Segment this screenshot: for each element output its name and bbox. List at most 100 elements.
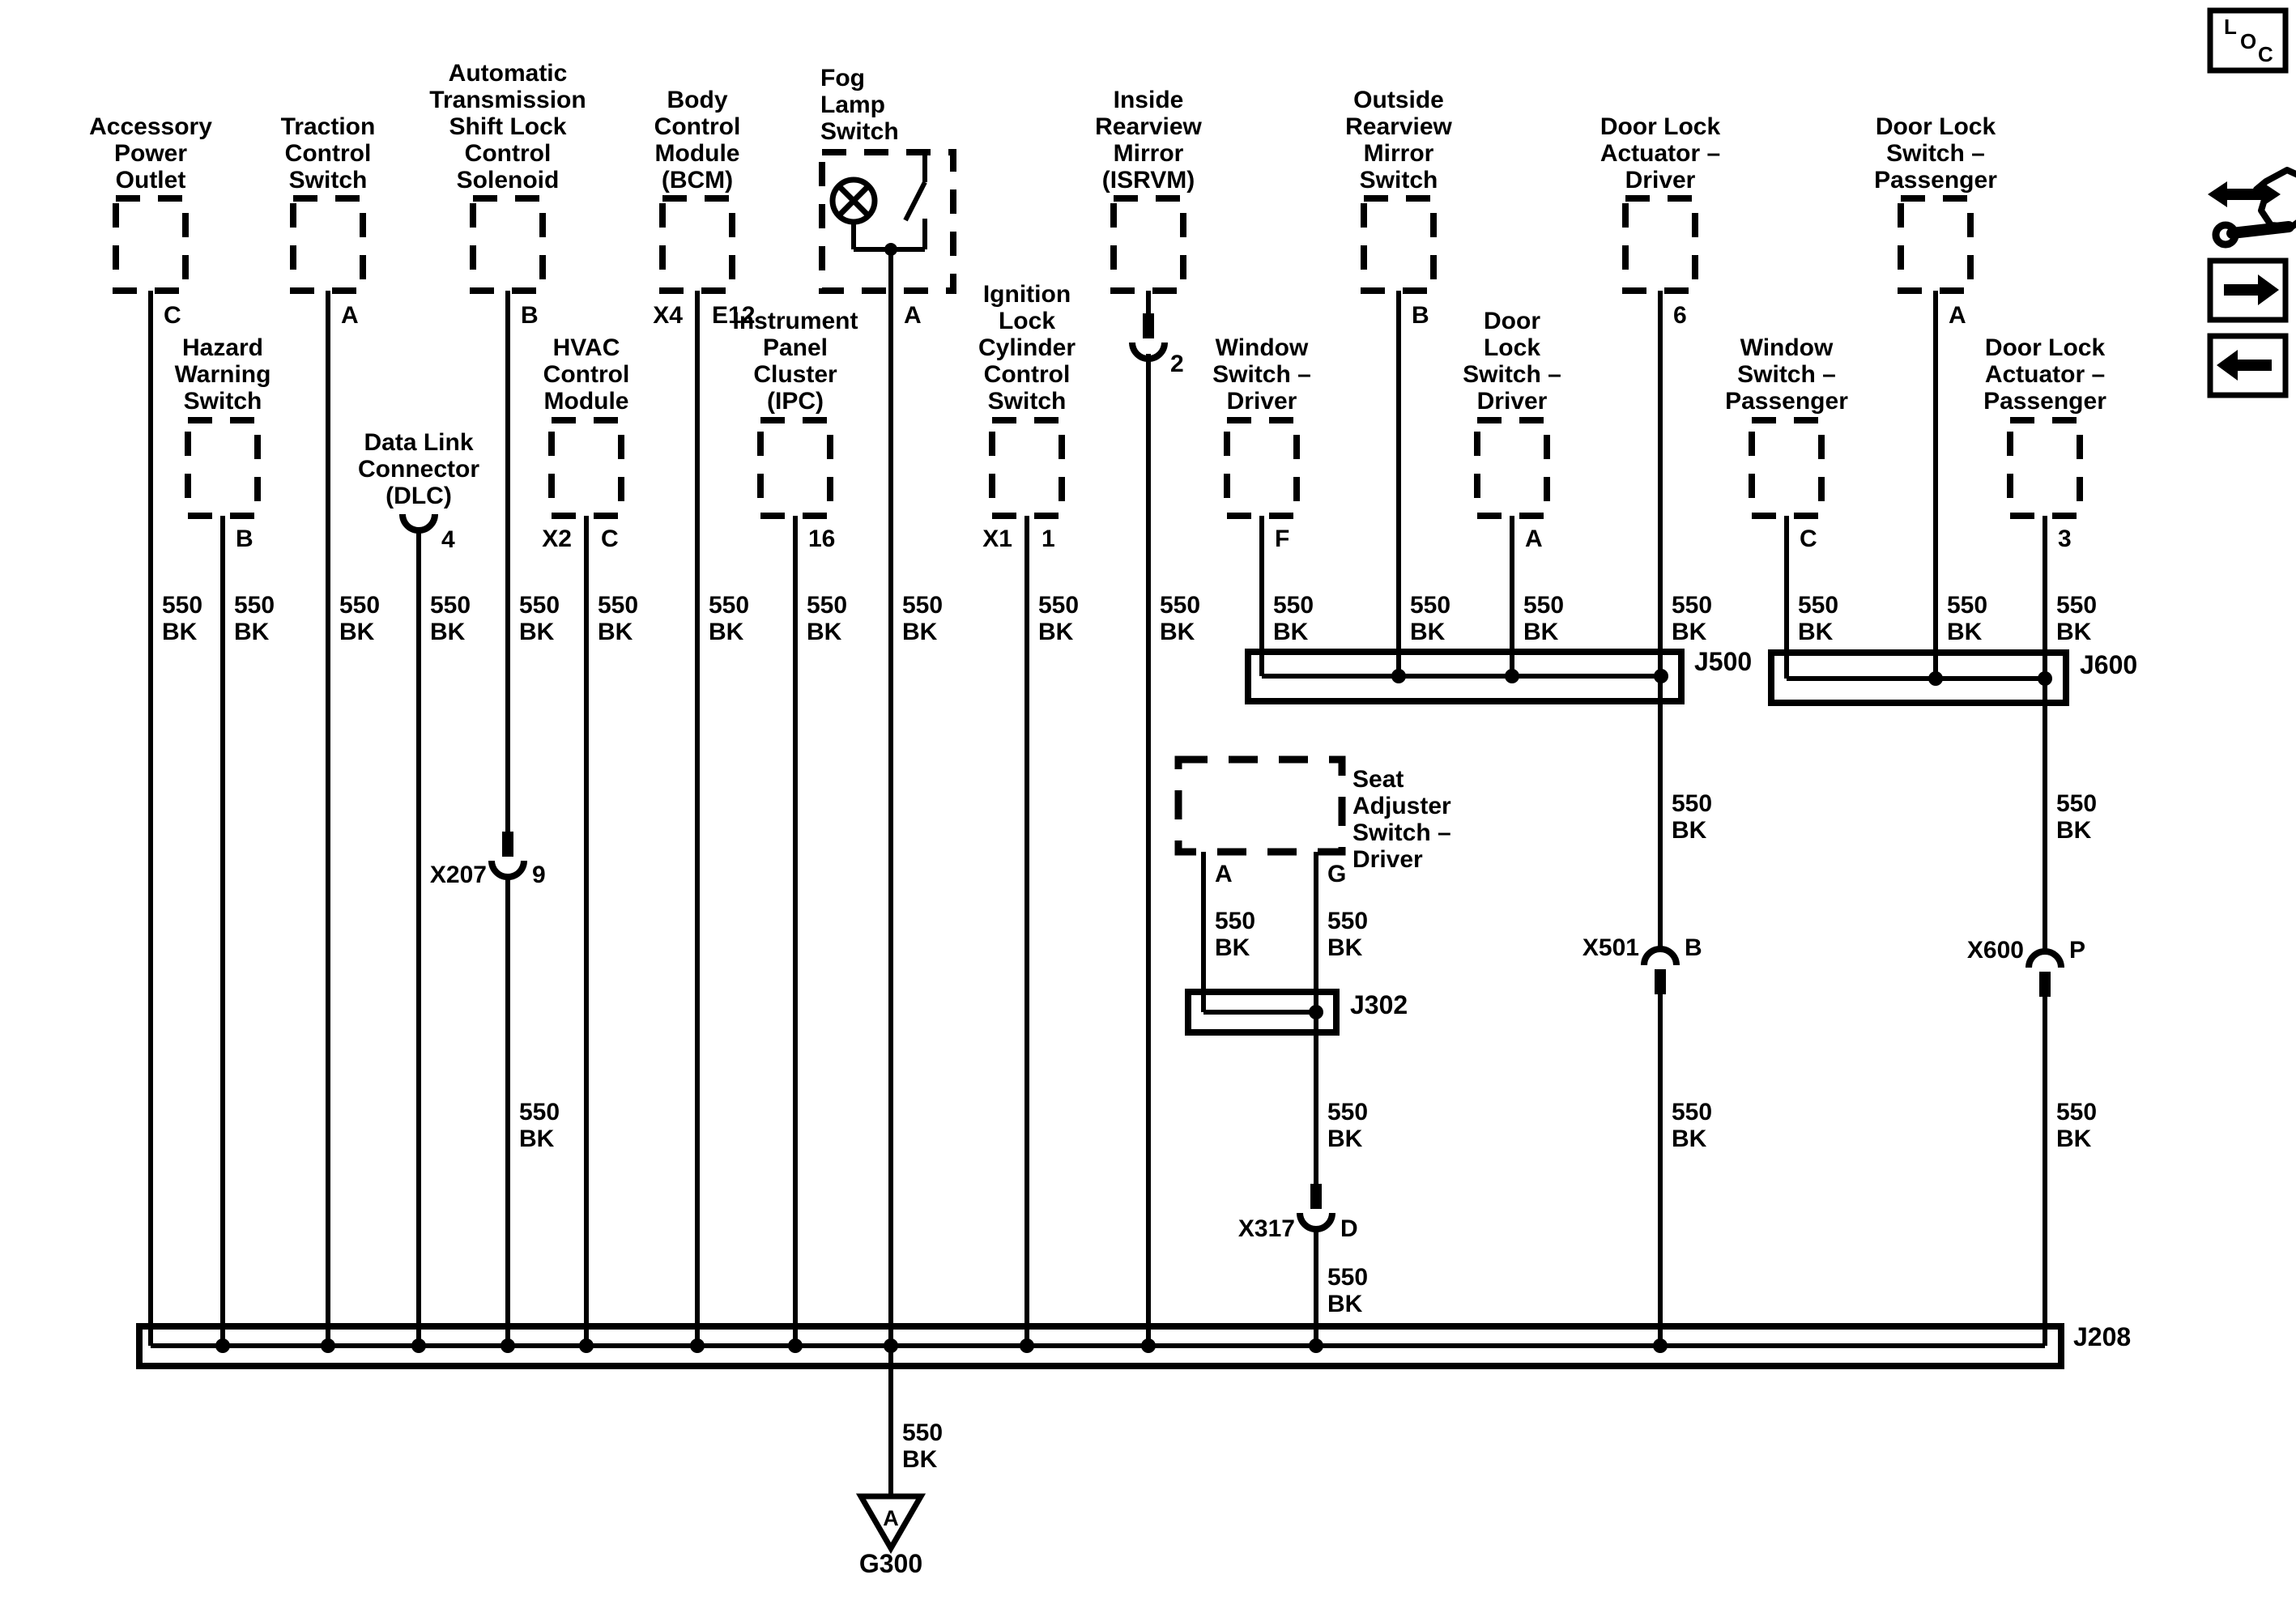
- wire-gauge-color-label: BK: [1327, 1126, 1363, 1152]
- fog-lamp-switch-label: Switch: [820, 118, 899, 145]
- loc-letter-l: L: [2224, 15, 2237, 39]
- door-lock-switch-driver-pin-id: A: [1525, 526, 1543, 552]
- X317-connector-cup: [1297, 1212, 1335, 1232]
- window-switch-driver-box: [1224, 417, 1300, 519]
- wire-gauge-color-label: BK: [430, 619, 466, 645]
- outside-rearview-mirror-switch-label: Rearview: [1345, 113, 1452, 140]
- wire-gauge-color-label: BK: [1947, 619, 1983, 645]
- ignition-lock-cylinder-control-switch-label: Ignition: [983, 281, 1071, 308]
- wire-gauge-color-label: 550: [519, 1099, 560, 1126]
- fog-switch-blade: [903, 181, 927, 222]
- wire-gauge-color-label: 550: [902, 1419, 943, 1446]
- splice-J208-junction-dot: [884, 1338, 898, 1353]
- hvac-control-module-pin-id: C: [601, 526, 619, 552]
- auto-trans-shift-lock-control-solenoid-box: [470, 195, 546, 294]
- wire-gauge-color-label: BK: [1160, 619, 1195, 645]
- wire-gauge-color-label: 550: [1327, 1099, 1368, 1126]
- X600-connector-cap: [2026, 948, 2064, 968]
- hazard-warning-switch-pin-id: B: [236, 526, 253, 552]
- door-lock-actuator-passenger-box: [2007, 417, 2083, 519]
- ground-triangle-G300: [855, 1493, 926, 1554]
- schematic-reference-icon[interactable]: [2208, 167, 2296, 249]
- outside-rearview-mirror-switch-label: Mirror: [1364, 140, 1434, 167]
- wire-gauge-color-label: BK: [598, 619, 633, 645]
- door-lock-switch-driver-box: [1474, 417, 1550, 519]
- wire-gauge-color-label: BK: [1672, 1126, 1707, 1152]
- door-lock-actuator-passenger-pin-id: 3: [2058, 526, 2072, 552]
- X207-connector-cup: [488, 860, 527, 880]
- door-lock-actuator-driver-label: Door Lock: [1600, 113, 1721, 140]
- loc-letter-o: O: [2240, 29, 2256, 53]
- wire-gauge-color-label: 550: [1947, 592, 1987, 619]
- data-link-connector-pin-id: 4: [441, 526, 455, 553]
- door-lock-actuator-driver-label: Driver: [1625, 167, 1696, 194]
- ignition-lock-cylinder-control-switch-label: Switch: [988, 388, 1067, 415]
- wire-gauge-color-label: 550: [1672, 790, 1712, 817]
- window-switch-passenger-label: Passenger: [1725, 388, 1848, 415]
- data-link-connector-label: Data Link: [364, 429, 473, 456]
- X317-label: X317: [1238, 1215, 1295, 1242]
- splice-J600-junction-dot: [1928, 671, 1943, 686]
- instrument-panel-cluster-label: (IPC): [767, 388, 824, 415]
- accessory-power-outlet-label: Power: [114, 140, 187, 167]
- X207-label: X207: [430, 862, 487, 888]
- wire-gauge-color-label: BK: [807, 619, 842, 645]
- body-control-module-pin-id: X4: [653, 302, 683, 329]
- wire-gauge-color-label: 550: [1160, 592, 1200, 619]
- splice-J500-junction-dot: [1654, 669, 1668, 683]
- wire-gauge-color-label: 550: [1215, 908, 1255, 934]
- wire-gauge-color-label: 550: [339, 592, 380, 619]
- seat-adjuster-switch-driver-label: Seat: [1352, 766, 1404, 793]
- inside-rearview-mirror-label: Inside: [1114, 87, 1184, 113]
- wire-gauge-color-label: 550: [1798, 592, 1838, 619]
- wire-gauge-color-label: BK: [902, 1446, 938, 1473]
- window-switch-passenger-label: Switch –: [1737, 361, 1836, 388]
- wire-gauge-color-label: 550: [1327, 1264, 1368, 1291]
- ignition-lock-cylinder-control-switch-pin-id: X1: [982, 526, 1012, 552]
- dlc-connector-connector-cup: [399, 513, 438, 534]
- X207-pin-id: 9: [532, 862, 546, 888]
- wire-gauge-color-label: BK: [2056, 619, 2092, 645]
- inside-rearview-mirror-box: [1110, 195, 1186, 294]
- splice-J208-junction-dot: [215, 1338, 230, 1353]
- wire-gauge-color-label: BK: [1215, 934, 1250, 961]
- window-switch-driver-label: Window: [1216, 334, 1309, 361]
- wire-gauge-color-label: 550: [598, 592, 638, 619]
- next-arrow-icon[interactable]: [2207, 257, 2289, 323]
- isrvm-connector-connector-cup: [1129, 342, 1168, 362]
- wire-gauge-color-label: BK: [1038, 619, 1074, 645]
- back-arrow-icon[interactable]: [2207, 333, 2289, 398]
- wire-gauge-color-label: 550: [2056, 1099, 2097, 1126]
- instrument-panel-cluster-box: [757, 417, 833, 519]
- loc-link-icon[interactable]: L O C: [2207, 7, 2289, 74]
- traction-control-switch-pin-id: A: [341, 302, 359, 329]
- X600-pin-id: P: [2069, 937, 2085, 964]
- splice-J302-junction-dot: [1309, 1005, 1323, 1019]
- wire-gauge-color-label: 550: [1327, 908, 1368, 934]
- splice-J208-junction-dot: [1141, 1338, 1156, 1353]
- splice-J500-junction-dot: [1391, 669, 1406, 683]
- fog-lamp-switch-label: Fog: [820, 65, 865, 91]
- auto-trans-shift-lock-control-solenoid-label: Shift Lock: [449, 113, 566, 140]
- splice-J208-label: J208: [2073, 1322, 2131, 1351]
- splice-J208-junction-dot: [690, 1338, 705, 1353]
- wire-gauge-color-label: BK: [1273, 619, 1309, 645]
- ignition-lock-cylinder-control-switch-label: Control: [984, 361, 1071, 388]
- X317-pin-id: D: [1340, 1215, 1358, 1242]
- door-lock-switch-driver-label: Switch –: [1463, 361, 1561, 388]
- traction-control-switch-label: Control: [285, 140, 372, 167]
- X501-terminal-pin: [1655, 969, 1666, 994]
- traction-control-switch-label: Switch: [289, 167, 368, 194]
- wire-gauge-color-label: BK: [339, 619, 375, 645]
- splice-J208-junction-dot: [579, 1338, 594, 1353]
- traction-control-switch-box: [290, 195, 366, 294]
- X317-terminal-pin: [1310, 1184, 1322, 1209]
- body-control-module-pin-id: E12: [712, 302, 755, 329]
- outside-rearview-mirror-switch-box: [1361, 195, 1437, 294]
- seat-adjuster-switch-driver-pin-id: A: [1215, 861, 1233, 887]
- wire-gauge-color-label: BK: [1410, 619, 1446, 645]
- wire-gauge-color-label: 550: [1672, 592, 1712, 619]
- seat-adjuster-switch-driver-box: [1174, 755, 1346, 856]
- wire-gauge-color-label: BK: [709, 619, 744, 645]
- loc-letter-c: C: [2258, 42, 2273, 66]
